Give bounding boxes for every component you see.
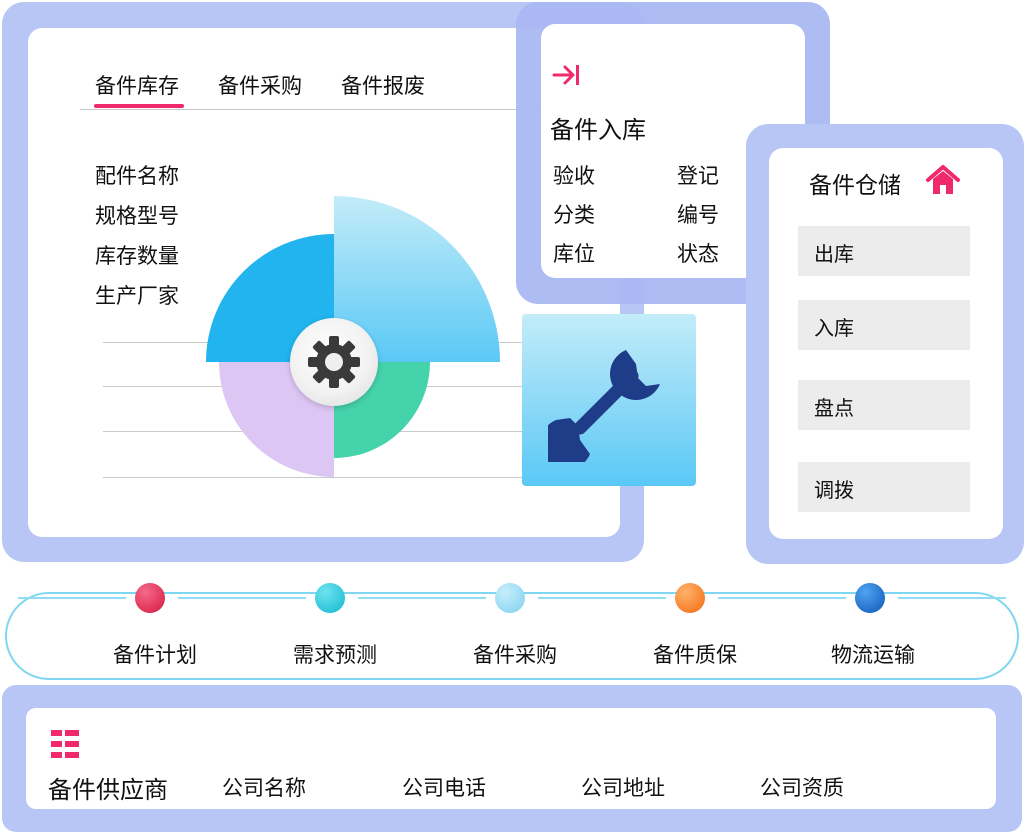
process-connector — [898, 597, 1006, 599]
pie-segment-top-right — [334, 196, 500, 362]
wrench-icon — [548, 350, 660, 462]
button-label: 盘点 — [814, 396, 854, 420]
login-arrow-icon — [552, 65, 579, 85]
inbound-item-number[interactable]: 编号 — [677, 203, 719, 227]
active-tab-indicator — [94, 104, 184, 108]
inbound-item-status[interactable]: 状态 — [677, 242, 719, 266]
inbound-title: 备件入库 — [550, 116, 646, 144]
button-label: 调拨 — [814, 478, 854, 502]
supplier-field-qualification: 公司资质 — [760, 776, 844, 800]
button-label: 出库 — [814, 242, 854, 266]
tab-divider — [80, 109, 560, 110]
process-connector — [718, 597, 846, 599]
attr-spec-model: 规格型号 — [95, 204, 179, 228]
attr-part-name: 配件名称 — [95, 164, 179, 188]
storage-outbound-button[interactable]: 出库 — [798, 226, 970, 276]
inbound-item-inspect[interactable]: 验收 — [553, 164, 595, 188]
step-forecast[interactable]: 需求预测 — [293, 643, 377, 667]
inbound-item-location[interactable]: 库位 — [553, 242, 595, 266]
inbound-item-register[interactable]: 登记 — [677, 164, 719, 188]
step-warranty[interactable]: 备件质保 — [653, 643, 737, 667]
button-label: 入库 — [814, 316, 854, 340]
supplier-panel — [26, 708, 996, 809]
step-purchase[interactable]: 备件采购 — [473, 643, 557, 667]
tab-purchase[interactable]: 备件采购 — [218, 74, 302, 98]
home-icon — [926, 165, 960, 194]
supplier-title: 备件供应商 — [48, 776, 168, 804]
attr-manufacturer: 生产厂家 — [95, 284, 179, 308]
storage-inbound-button[interactable]: 入库 — [798, 300, 970, 350]
supplier-field-address: 公司地址 — [581, 776, 665, 800]
list-icon — [51, 730, 79, 758]
supplier-field-name: 公司名称 — [222, 776, 306, 800]
step-dot-forecast — [315, 583, 345, 613]
tab-inventory[interactable]: 备件库存 — [95, 74, 179, 98]
process-connector — [358, 597, 486, 599]
step-dot-logistics — [855, 583, 885, 613]
storage-title: 备件仓储 — [809, 173, 901, 199]
gear-icon — [308, 336, 360, 388]
storage-transfer-button[interactable]: 调拨 — [798, 462, 970, 512]
step-dot-purchase — [495, 583, 525, 613]
guide-line — [103, 477, 523, 478]
process-connector — [18, 597, 126, 599]
attr-stock-qty: 库存数量 — [95, 244, 179, 268]
step-logistics[interactable]: 物流运输 — [831, 643, 915, 667]
process-connector — [178, 597, 306, 599]
step-dot-plan — [135, 583, 165, 613]
step-dot-warranty — [675, 583, 705, 613]
tab-scrap[interactable]: 备件报废 — [341, 74, 425, 98]
process-connector — [538, 597, 666, 599]
step-plan[interactable]: 备件计划 — [113, 643, 197, 667]
inbound-item-classify[interactable]: 分类 — [553, 203, 595, 227]
storage-stocktake-button[interactable]: 盘点 — [798, 380, 970, 430]
supplier-field-phone: 公司电话 — [402, 776, 486, 800]
